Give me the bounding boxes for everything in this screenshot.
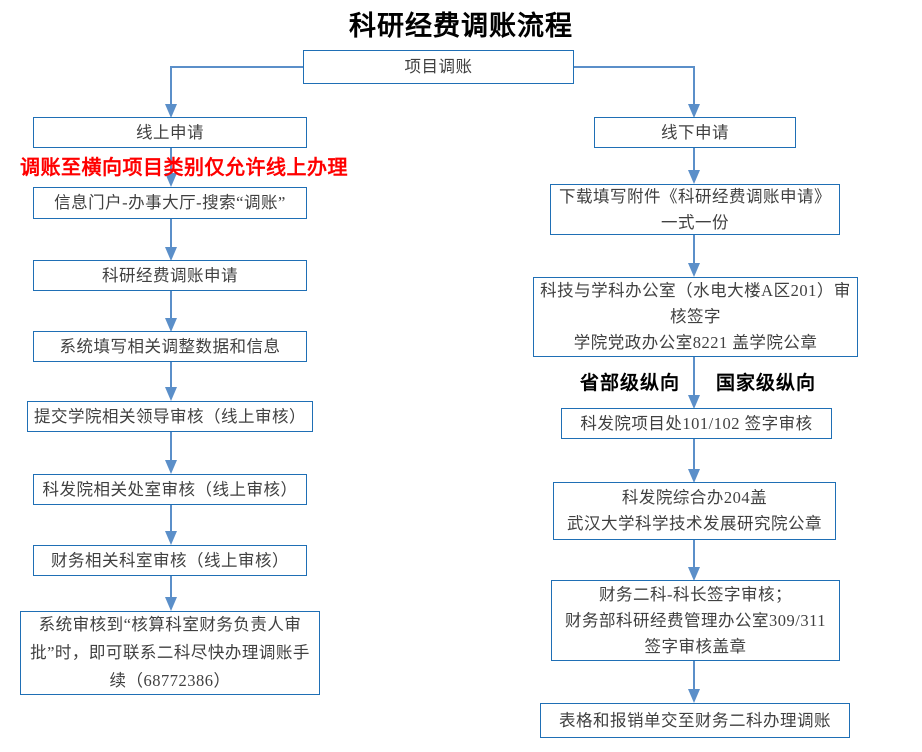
node-label: 科发院项目处101/102 签字审核 (580, 413, 813, 433)
node-label: 科研经费调账申请 (102, 265, 238, 285)
node-online-application[interactable]: 线上申请 (33, 117, 307, 148)
node-college-leader-review[interactable]: 提交学院相关领导审核（线上审核） (27, 401, 313, 432)
branch-label-provincial: 省部级纵向 (580, 373, 681, 394)
node-label: 项目调账 (404, 57, 473, 76)
node-project-office-signature[interactable]: 科发院项目处101/102 签字审核 (561, 408, 832, 439)
node-label: 科技与学科办公室（水电大楼A区201）审核签字 学院党政办公室8221 盖学院公… (540, 281, 851, 352)
node-label: 表格和报销单交至财务二科办理调账 (559, 710, 831, 730)
node-label: 线上申请 (136, 122, 204, 142)
node-label: 提交学院相关领导审核（线上审核） (34, 406, 306, 426)
node-finance-section-signature-seal[interactable]: 财务二科-科长签字审核； 财务部科研经费管理办公室309/311 签字审核盖章 (551, 580, 840, 661)
node-label: 财务相关科室审核（线上审核） (51, 550, 289, 570)
node-general-office-seal[interactable]: 科发院综合办204盖 武汉大学科学技术发展研究院公章 (553, 482, 836, 540)
node-contact-section-two[interactable]: 系统审核到“核算科室财务负责人审批”时，即可联系二科尽快办理调账手续（68772… (20, 611, 320, 695)
node-label: 系统审核到“核算科室财务负责人审批”时，即可联系二科尽快办理调账手续（68772… (30, 615, 310, 690)
node-fill-adjustment-data[interactable]: 系统填写相关调整数据和信息 (33, 331, 307, 362)
node-portal-search[interactable]: 信息门户-办事大厅-搜索“调账” (33, 187, 307, 219)
branch-label-national: 国家级纵向 (716, 373, 817, 394)
node-root-project-adjustment[interactable]: 项目调账 (303, 50, 574, 84)
node-research-fund-adjustment-request[interactable]: 科研经费调账申请 (33, 260, 307, 291)
node-finance-department-review[interactable]: 财务相关科室审核（线上审核） (33, 545, 307, 576)
node-download-attachment-form[interactable]: 下载填写附件《科研经费调账申请》一式一份 (550, 184, 840, 235)
node-label: 系统填写相关调整数据和信息 (59, 336, 281, 356)
node-science-office-signature[interactable]: 科技与学科办公室（水电大楼A区201）审核签字 学院党政办公室8221 盖学院公… (533, 277, 858, 357)
node-label: 线下申请 (661, 122, 729, 142)
node-offline-application[interactable]: 线下申请 (594, 117, 796, 148)
node-kefayuan-department-review[interactable]: 科发院相关处室审核（线上审核） (33, 474, 307, 505)
page-title: 科研经费调账流程 (349, 11, 573, 41)
node-label: 科发院综合办204盖 武汉大学科学技术发展研究院公章 (567, 488, 822, 533)
node-label: 下载填写附件《科研经费调账申请》一式一份 (559, 186, 831, 232)
node-label: 信息门户-办事大厅-搜索“调账” (54, 193, 286, 212)
node-label: 财务二科-科长签字审核； 财务部科研经费管理办公室309/311 签字审核盖章 (565, 584, 826, 656)
annotation-online-only-warning: 调账至横向项目类别仅允许线上办理 (20, 157, 348, 179)
node-submit-forms-to-finance[interactable]: 表格和报销单交至财务二科办理调账 (540, 703, 850, 738)
node-label: 科发院相关处室审核（线上审核） (42, 479, 298, 499)
